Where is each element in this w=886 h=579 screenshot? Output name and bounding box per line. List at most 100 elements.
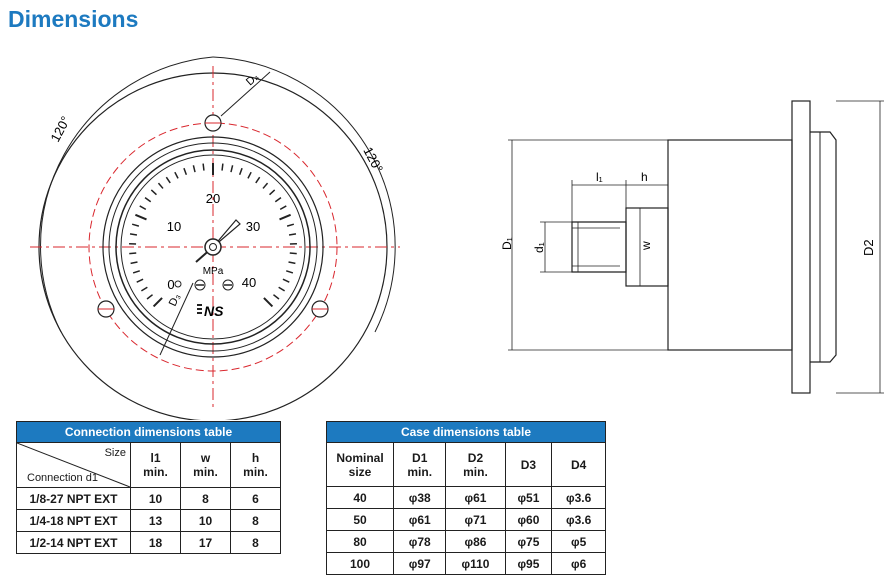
bolt-hole-left xyxy=(97,300,115,318)
table-row: 80 φ78 φ86 φ75 φ5 xyxy=(326,530,606,553)
bolt-hole-top xyxy=(204,114,222,132)
header-d4: D4 xyxy=(551,442,606,487)
unit-label: MPa xyxy=(203,266,224,277)
brand-name: NS xyxy=(204,303,224,319)
scale-label-0: 0 xyxy=(167,277,174,292)
scale-label-10: 10 xyxy=(167,219,181,234)
small-d1-label: d₁ xyxy=(532,242,546,253)
angle-arc-left xyxy=(40,56,214,333)
scale-tick xyxy=(255,176,261,184)
gauge-pointer xyxy=(212,219,241,248)
side-view: l₁ h D₁ d₁ w D2 xyxy=(500,100,884,394)
table-row: 1/8-27 NPT EXT 10 8 6 xyxy=(16,487,281,510)
scale-tick xyxy=(157,182,164,189)
d3-leader xyxy=(159,282,194,356)
zero-stop-pin xyxy=(174,280,182,288)
scale-tick xyxy=(144,197,152,203)
connection-table-caption: Connection dimensions table xyxy=(16,421,281,443)
scale-tick xyxy=(183,167,188,176)
scale-tick xyxy=(279,213,291,221)
connection-label: Connection d1 xyxy=(27,472,98,484)
scale-tick xyxy=(221,163,224,171)
scale-tick xyxy=(146,294,153,300)
scale-tick xyxy=(238,167,243,176)
scale-tick xyxy=(274,197,282,203)
d4-label: D₄ xyxy=(244,71,262,89)
scale-tick xyxy=(174,171,179,179)
angle-arc-right xyxy=(212,56,396,333)
dial-scale-ticks xyxy=(129,163,297,308)
dial-edge xyxy=(120,154,306,340)
scale-tick xyxy=(279,205,287,211)
d3-label: D₃ xyxy=(167,292,183,308)
scale-tick xyxy=(135,213,147,221)
l1-label: l₁ xyxy=(596,170,603,184)
page-title: Dimensions xyxy=(8,6,139,32)
scale-tick xyxy=(165,176,171,184)
case-table-caption: Case dimensions table xyxy=(326,421,606,443)
case-ring-mid xyxy=(108,142,318,352)
scale-tick xyxy=(152,297,163,308)
scale-tick xyxy=(282,278,290,283)
w-label: w xyxy=(639,241,653,251)
case-ring-outer xyxy=(102,136,324,358)
scale-tick xyxy=(247,171,252,179)
scale-label-20: 20 xyxy=(206,191,220,206)
scale-label-40: 40 xyxy=(242,275,256,290)
table-row: 40 φ38 φ61 φ51 φ3.6 xyxy=(326,486,606,509)
scale-tick xyxy=(288,261,296,265)
scale-tick xyxy=(132,270,141,274)
size-label: Size xyxy=(104,447,126,459)
brand-logo: NS xyxy=(197,303,224,319)
scale-tick xyxy=(192,165,196,173)
case-ring-inner xyxy=(115,149,311,345)
dial-screw-left xyxy=(194,279,206,291)
scale-tick xyxy=(289,252,297,255)
side-bezel xyxy=(810,131,837,363)
scale-tick xyxy=(139,205,147,211)
header-d3: D3 xyxy=(504,442,553,487)
scale-tick xyxy=(129,252,137,255)
side-flange xyxy=(791,100,811,394)
front-view: 120° 120° D₄ D₃ 0 xyxy=(30,56,400,420)
scale-tick xyxy=(140,286,148,292)
dimension-drawing: 120° 120° D₄ D₃ 0 xyxy=(30,56,884,420)
table-row: 1/4-18 NPT EXT 13 10 8 xyxy=(16,509,281,532)
angle-label-left: 120° xyxy=(47,114,73,145)
connection-dimensions-table: Connection dimensions table Size Connect… xyxy=(16,421,281,554)
scale-tick xyxy=(129,233,138,236)
scale-tick xyxy=(285,270,294,274)
table-row: 1/2-14 NPT EXT 18 17 8 xyxy=(16,531,281,554)
scale-tick xyxy=(202,163,205,171)
scale-tick xyxy=(286,223,295,227)
side-case xyxy=(667,139,793,351)
scale-tick xyxy=(278,286,286,292)
d4-leader xyxy=(220,71,271,117)
scale-label-30: 30 xyxy=(246,219,260,234)
side-thread xyxy=(571,221,627,273)
scale-tick xyxy=(269,189,276,196)
scale-tick xyxy=(131,223,140,227)
scale-tick xyxy=(273,294,280,300)
table-row: 50 φ61 φ71 φ60 φ3.6 xyxy=(326,508,606,531)
scale-tick xyxy=(136,278,144,283)
d1-label: D₁ xyxy=(500,237,514,250)
scale-tick xyxy=(263,297,274,308)
scale-tick xyxy=(230,165,234,173)
d2-label: D2 xyxy=(861,239,876,256)
h-label: h xyxy=(641,170,648,184)
scale-tick xyxy=(262,182,269,189)
connection-size-header: Size Connection d1 xyxy=(16,442,131,488)
table-row: 100 φ97 φ110 φ95 φ6 xyxy=(326,552,606,575)
scale-tick xyxy=(288,233,297,236)
pointer-pin xyxy=(209,243,217,251)
scale-tick xyxy=(130,261,138,265)
dial-screw-right xyxy=(222,279,234,291)
